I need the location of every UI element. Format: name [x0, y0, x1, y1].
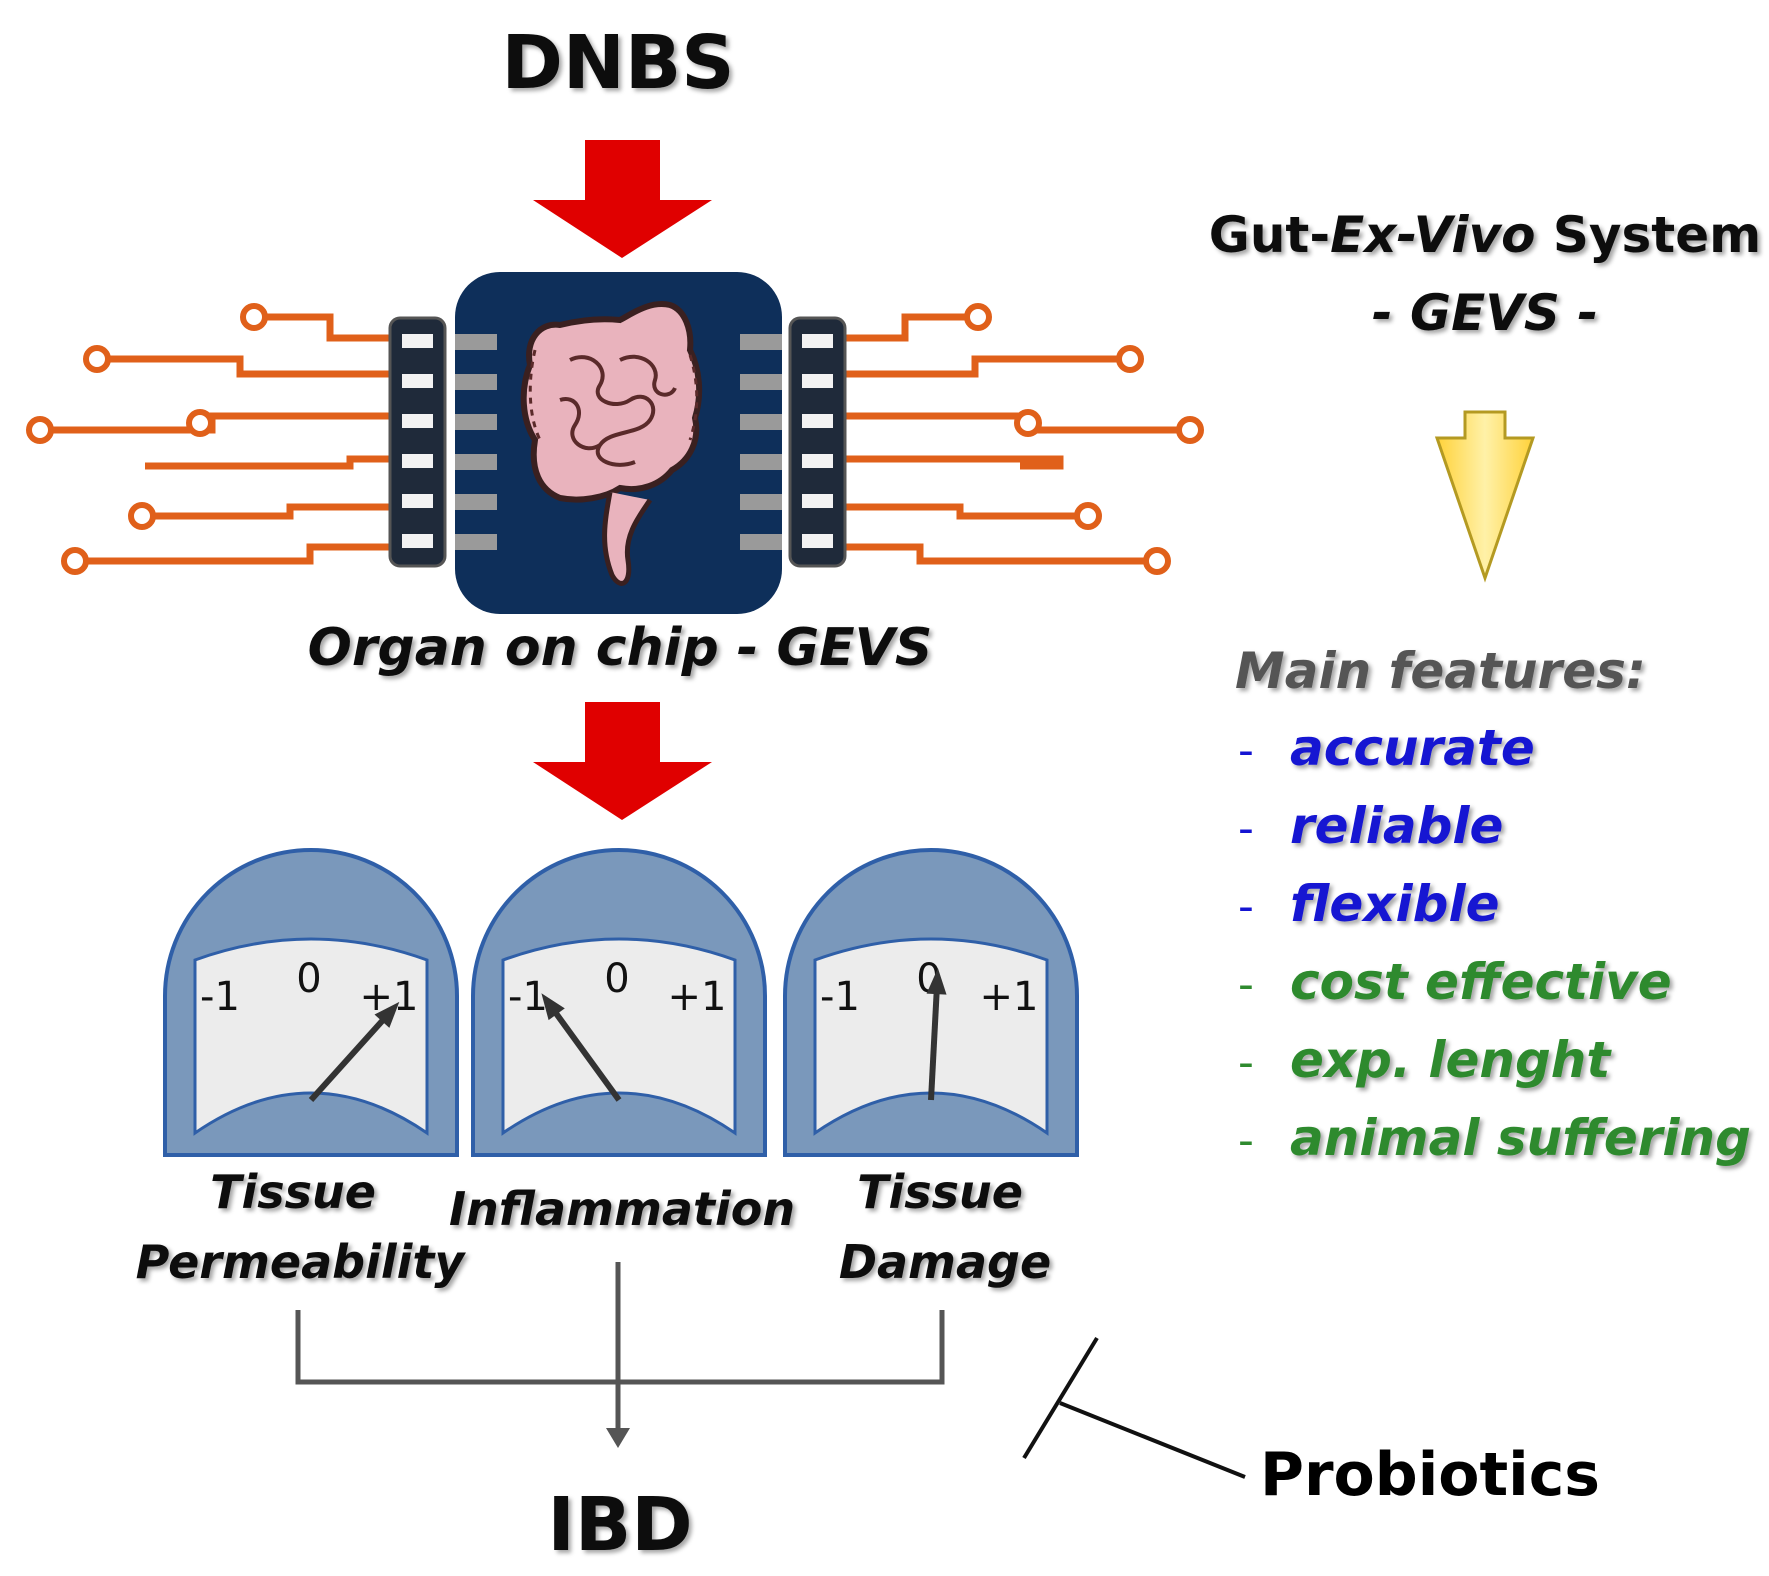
gauge-3-label-line2: Damage	[839, 1235, 1051, 1289]
gauge-needle	[541, 993, 622, 1102]
system-acronym: - GEVS -	[1372, 284, 1598, 342]
system-title: Gut-Ex-Vivo System	[1209, 206, 1761, 264]
inhibitor-label: Probiotics	[1260, 1440, 1600, 1510]
feature-item: -animal suffering	[1238, 1109, 1751, 1167]
gauge-face	[501, 937, 737, 1136]
red-arrow-top-icon	[533, 140, 712, 258]
features-list: -accurate-reliable-flexible-cost effecti…	[1238, 719, 1751, 1167]
chip-caption: Organ on chip - GEVS	[308, 618, 933, 678]
circuit-nodes-left	[26, 303, 268, 575]
gauge-1-label-line1: Tissue	[210, 1165, 376, 1219]
feature-item: -accurate	[1238, 719, 1535, 777]
feature-label: accurate	[1290, 719, 1535, 777]
chip-connector-right	[788, 316, 847, 568]
feature-bullet: -	[1238, 959, 1254, 1010]
feature-bullet: -	[1238, 803, 1254, 854]
circuit-nodes-right	[964, 303, 1204, 575]
features-heading: Main features:	[1235, 642, 1646, 700]
convergence-bracket	[295, 1262, 945, 1430]
inhibition-symbol	[1022, 1336, 1246, 1479]
feature-bullet: -	[1238, 725, 1254, 776]
gauge-tick-label: +1	[668, 974, 727, 1020]
feature-label: animal suffering	[1290, 1109, 1751, 1167]
arrow-to-ibd-icon	[606, 1428, 630, 1448]
gauge-needle	[926, 968, 947, 1101]
feature-label: reliable	[1290, 797, 1503, 855]
gauge-tick-label: +1	[980, 974, 1039, 1020]
gauge-tick-label: -1	[508, 974, 548, 1020]
gauge-2-label-line2: Inflammation	[449, 1182, 795, 1236]
red-arrow-middle-icon	[533, 702, 712, 820]
yellow-arrow-down-icon	[1434, 410, 1536, 583]
system-title-suffix: System	[1536, 206, 1762, 264]
chip-connector-left	[388, 316, 447, 568]
gauge-3-label-line1: Tissue	[857, 1165, 1023, 1219]
chip-pins	[455, 334, 782, 550]
feature-item: -reliable	[1238, 797, 1503, 855]
feature-label: cost effective	[1290, 953, 1672, 1011]
feature-item: -flexible	[1238, 875, 1500, 933]
feature-label: flexible	[1290, 875, 1500, 933]
feature-item: -exp. lenght	[1238, 1031, 1612, 1089]
gauge-face	[193, 937, 429, 1136]
system-title-prefix: Gut-	[1209, 206, 1330, 264]
gauge-tick-label: -1	[200, 974, 240, 1020]
feature-item: -cost effective	[1238, 953, 1672, 1011]
intestine-icon	[520, 301, 703, 586]
gauge-tick-label: 0	[604, 956, 629, 1002]
feature-bullet: -	[1238, 1115, 1254, 1166]
feature-bullet: -	[1238, 881, 1254, 932]
gauge-needle	[308, 1001, 400, 1103]
gauge-face	[813, 937, 1049, 1136]
outcome-label: IBD	[547, 1482, 692, 1568]
gauge-2: -1 0 +1	[471, 848, 767, 1157]
feature-label: exp. lenght	[1290, 1031, 1612, 1089]
stimulus-label: DNBS	[501, 20, 734, 106]
gauge-tick-label: 0	[296, 956, 321, 1002]
gauge-tick-label: -1	[820, 974, 860, 1020]
feature-bullet: -	[1238, 1037, 1254, 1088]
gauge-1-label-line2: Permeability	[136, 1235, 467, 1289]
system-title-italic: Ex-Vivo	[1330, 206, 1535, 264]
